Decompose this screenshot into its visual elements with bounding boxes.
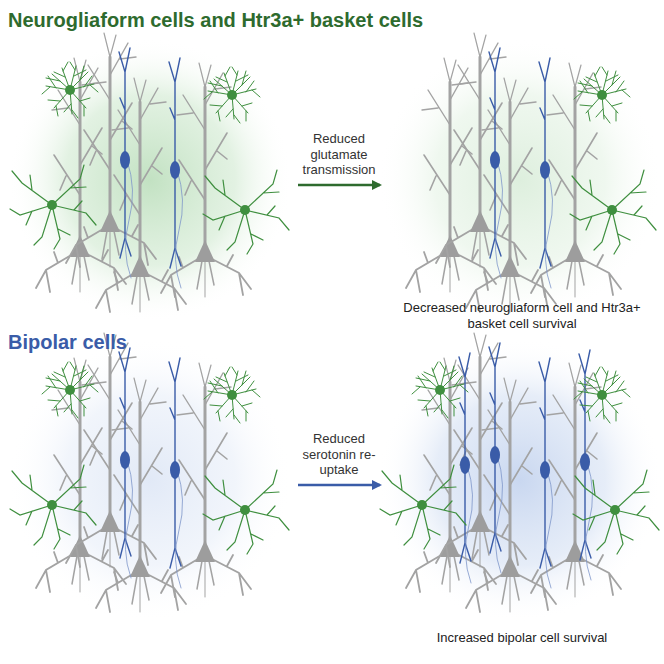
bipolar-cell [119,348,133,578]
glow [8,38,292,322]
pyramidal-cell [436,333,526,567]
outcome-note: Increased bipolar cell survival [397,630,647,646]
bipolar-cell [459,353,473,583]
pyramidal-cell [66,333,156,567]
panel-heading: Neurogliaform cells and Htr3a+ basket ce… [8,8,423,32]
label-holder: Neurogliaform cells and Htr3a+ basket ce… [8,8,423,32]
bipolar-cell [539,358,553,588]
label-holder: Reduced serotonin re-uptake [287,431,391,478]
label-holder: Bipolar cells [8,330,127,354]
neurogliaform-cell [574,367,630,423]
basket-cell [573,470,659,554]
bipolar-cell [169,58,183,288]
basket-cell [570,170,656,254]
basket-cell [10,465,96,549]
arrow-label: Reduced serotonin re-uptake [287,431,391,478]
pyramidal-cell [66,33,156,267]
label-holder: Decreased neurogliaform cell and Htr3a+ … [397,300,647,332]
neurogliaform-cell [204,367,260,423]
outcome-note: Decreased neurogliaform cell and Htr3a+ … [397,300,647,331]
neurogliaform-cell [574,67,630,123]
pyramidal-cell [406,58,496,292]
label-holder: Reduced glutamate transmission [287,131,391,178]
neurogliaform-cell [412,362,468,418]
arrow-label: Reduced glutamate transmission [287,131,391,178]
bipolar-cell [489,343,503,573]
basket-cell [10,165,96,249]
glow [378,38,662,322]
process-arrow [298,184,380,187]
glow [378,338,662,622]
basket-cell [203,170,289,254]
label-holder: Increased bipolar cell survival [397,628,647,646]
process-arrow [298,484,380,487]
panel-heading: Bipolar cells [8,330,127,354]
pyramidal-cell [436,33,526,267]
basket-cell [203,470,289,554]
bipolar-cell [489,48,503,278]
basket-cell [380,465,466,549]
bipolar-cell [119,48,133,278]
bipolar-cell [539,58,553,288]
bipolar-cell [169,358,183,588]
glow [8,338,292,622]
neurogliaform-cell [42,362,98,418]
neurogliaform-cell [204,67,260,123]
neurogliaform-cell [42,62,98,118]
